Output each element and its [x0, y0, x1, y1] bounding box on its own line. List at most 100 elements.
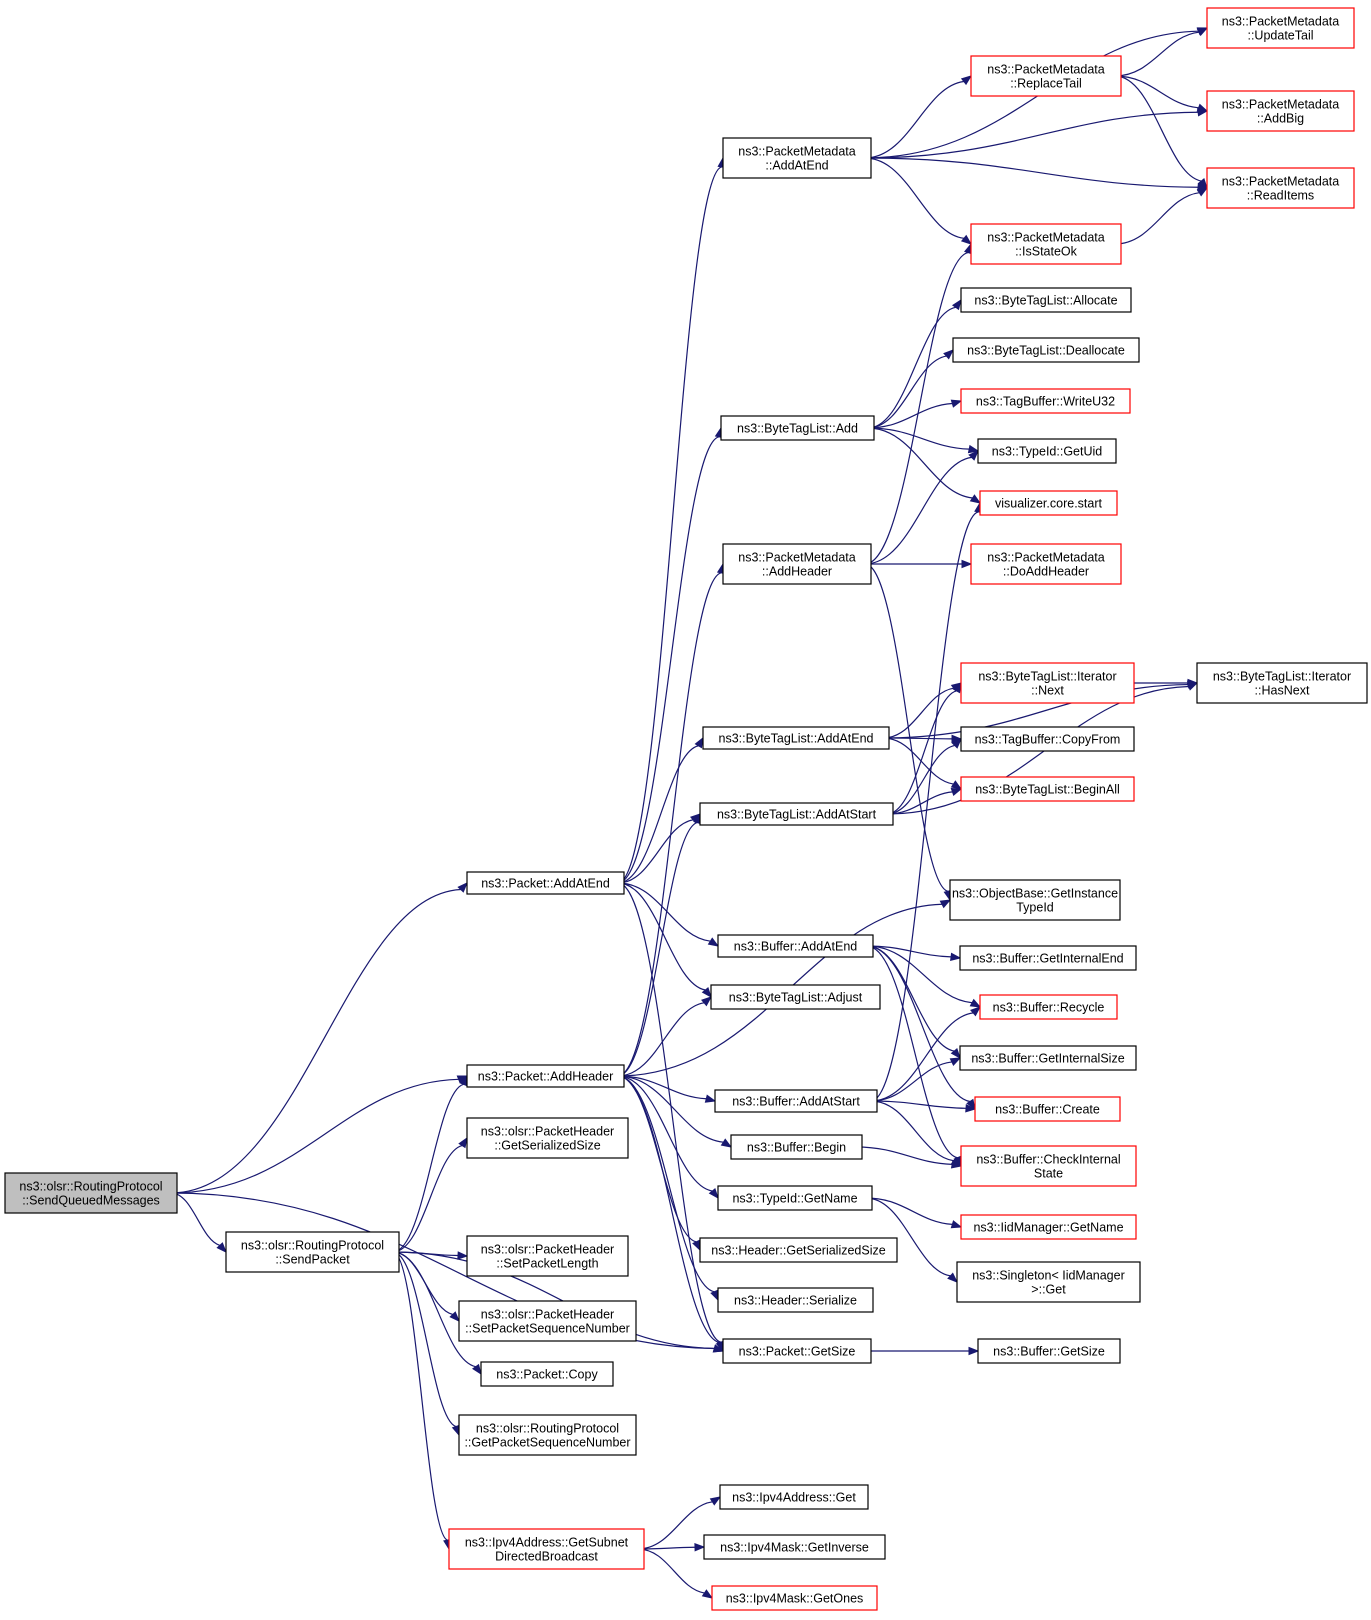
node-sendPacket[interactable]: ns3::olsr::RoutingProtocol::SendPacket — [225, 1231, 400, 1273]
node-box — [466, 1117, 629, 1159]
node-hdrSerialize[interactable]: ns3::Header::Serialize — [717, 1287, 874, 1313]
node-phSetLen[interactable]: ns3::olsr::PacketHeader::SetPacketLength — [466, 1235, 629, 1277]
arrowhead — [951, 738, 962, 749]
edge-line — [617, 819, 694, 884]
arrowhead — [965, 1104, 977, 1113]
arrowhead — [951, 298, 962, 311]
call-edge-btlAdd-to-tidGetUid — [867, 427, 980, 454]
arrowhead — [451, 1424, 460, 1437]
edge-line — [867, 427, 970, 450]
node-root[interactable]: ns3::olsr::RoutingProtocol::SendQueuedMe… — [4, 1172, 178, 1214]
node-pktGetSize[interactable]: ns3::Packet::GetSize — [722, 1338, 872, 1364]
node-phSetSeq[interactable]: ns3::olsr::PacketHeader::SetPacketSequen… — [458, 1300, 637, 1342]
node-btlIterNext[interactable]: ns3::ByteTagList::Iterator::Next — [960, 662, 1135, 704]
node-pmAddBig[interactable]: ns3::PacketMetadata::AddBig — [1206, 90, 1355, 132]
arrowhead — [720, 1138, 733, 1148]
call-edge-tidGetName-to-iidGetName — [865, 1197, 963, 1229]
node-box — [1196, 662, 1368, 704]
edge-line — [617, 882, 722, 1343]
node-box — [952, 337, 1140, 363]
node-box — [960, 388, 1131, 414]
node-rpGetSeq[interactable]: ns3::olsr::RoutingProtocol::GetPacketSeq… — [458, 1414, 637, 1456]
node-bufGetIntSize[interactable]: ns3::Buffer::GetInternalSize — [959, 1045, 1137, 1071]
call-edge-bufAddAtStart-to-bufCheckInt — [870, 1100, 963, 1167]
node-label-line: ns3::Buffer::Create — [995, 1103, 1100, 1117]
node-label-line: ns3::ByteTagList::BeginAll — [975, 783, 1120, 797]
node-pmIsStateOk[interactable]: ns3::PacketMetadata::IsStateOk — [970, 223, 1122, 265]
arrowhead — [947, 1272, 959, 1283]
node-pktAddAtEnd[interactable]: ns3::Packet::AddAtEnd — [466, 871, 625, 895]
edge-line — [617, 882, 711, 942]
node-label-line: >::Get — [1031, 1283, 1066, 1297]
node-btlIterHasNext[interactable]: ns3::ByteTagList::Iterator::HasNext — [1196, 662, 1368, 704]
arrowhead — [1197, 177, 1208, 190]
arrowhead — [950, 1220, 963, 1229]
call-edge-bufAddAtStart-to-bufCreate — [870, 1100, 977, 1113]
node-pktAddHeader[interactable]: ns3::Packet::AddHeader — [466, 1064, 625, 1088]
node-vizStart[interactable]: visualizer.core.start — [979, 490, 1118, 516]
node-tidGetName[interactable]: ns3::TypeId::GetName — [717, 1185, 873, 1211]
call-edge-bufAddAtStart-to-bufRecycle — [870, 1006, 982, 1102]
node-maskOnes[interactable]: ns3::Ipv4Mask::GetOnes — [711, 1585, 878, 1611]
arrowhead — [1187, 678, 1199, 688]
node-box — [959, 945, 1137, 971]
node-singletonGet[interactable]: ns3::Singleton< IidManager>::Get — [956, 1261, 1141, 1303]
node-maskInverse[interactable]: ns3::Ipv4Mask::GetInverse — [703, 1534, 886, 1560]
node-tidGetUid[interactable]: ns3::TypeId::GetUid — [977, 438, 1117, 464]
node-hdrGetSer[interactable]: ns3::Header::GetSerializedSize — [699, 1237, 898, 1263]
node-bufGetIntEnd[interactable]: ns3::Buffer::GetInternalEnd — [959, 945, 1137, 971]
node-bufCreate[interactable]: ns3::Buffer::Create — [974, 1096, 1121, 1122]
node-ipv4Get[interactable]: ns3::Ipv4Address::Get — [719, 1484, 869, 1510]
node-btlDeallocate[interactable]: ns3::ByteTagList::Deallocate — [952, 337, 1140, 363]
node-ipv4Subnet[interactable]: ns3::Ipv4Address::GetSubnetDirectedBroad… — [448, 1528, 645, 1570]
edge-line — [866, 945, 973, 1004]
call-edge-bufBegin-to-bufCheckInt — [855, 1146, 963, 1169]
node-bufGetSize[interactable]: ns3::Buffer::GetSize — [977, 1338, 1121, 1364]
edge-line — [617, 1075, 713, 1192]
node-bufBegin[interactable]: ns3::Buffer::Begin — [730, 1134, 863, 1160]
node-pmReadItems[interactable]: ns3::PacketMetadata::ReadItems — [1206, 167, 1355, 209]
node-pktCopy[interactable]: ns3::Packet::Copy — [480, 1361, 614, 1387]
edge-line — [1114, 31, 1200, 77]
node-btlBeginAll[interactable]: ns3::ByteTagList::BeginAll — [960, 776, 1135, 802]
node-btlAdjust[interactable]: ns3::ByteTagList::Adjust — [710, 984, 881, 1010]
node-pmDoAddHeader[interactable]: ns3::PacketMetadata::DoAddHeader — [970, 543, 1122, 585]
node-label-line: ns3::olsr::PacketHeader — [481, 1308, 614, 1322]
call-edge-pktAddHeader-to-tidGetName — [617, 1075, 719, 1200]
node-tbCopyFrom[interactable]: ns3::TagBuffer::CopyFrom — [960, 726, 1135, 752]
node-btlAddAtEnd[interactable]: ns3::ByteTagList::AddAtEnd — [702, 726, 890, 750]
node-label-line: ns3::olsr::RoutingProtocol — [476, 1422, 619, 1436]
arrowhead — [704, 1094, 717, 1103]
call-edge-pktAddHeader-to-hdrGetSer — [617, 1075, 701, 1252]
call-edge-pktGetSize-to-bufGetSize — [865, 1346, 980, 1356]
node-bufRecycle[interactable]: ns3::Buffer::Recycle — [979, 994, 1118, 1020]
node-box — [1206, 7, 1355, 49]
node-bufAddAtEnd[interactable]: ns3::Buffer::AddAtEnd — [717, 934, 874, 958]
node-pmAddHeader[interactable]: ns3::PacketMetadata::AddHeader — [722, 543, 872, 585]
node-box — [458, 1414, 637, 1456]
arrowhead — [968, 1346, 980, 1356]
arrowhead — [943, 349, 955, 360]
node-iidGetName[interactable]: ns3::IidManager::GetName — [960, 1214, 1137, 1240]
node-pmReplaceTail[interactable]: ns3::PacketMetadata::ReplaceTail — [970, 55, 1122, 97]
node-label-line: ns3::Buffer::GetInternalEnd — [972, 952, 1123, 966]
node-pmUpdateTail[interactable]: ns3::PacketMetadata::UpdateTail — [1206, 7, 1355, 49]
node-box — [458, 1300, 637, 1342]
call-edge-bufAddAtStart-to-bufGetIntSize — [870, 1057, 962, 1102]
edge-line — [1114, 75, 1199, 109]
node-btlAddAtStart[interactable]: ns3::ByteTagList::AddAtStart — [699, 802, 894, 826]
node-label-line: ns3::olsr::RoutingProtocol — [19, 1180, 162, 1194]
node-box — [730, 1134, 863, 1160]
node-bufAddAtStart[interactable]: ns3::Buffer::AddAtStart — [714, 1089, 878, 1113]
node-box — [717, 1287, 874, 1313]
arrowhead — [472, 1363, 482, 1376]
node-tbWriteU32[interactable]: ns3::TagBuffer::WriteU32 — [960, 388, 1131, 414]
node-btlAllocate[interactable]: ns3::ByteTagList::Allocate — [960, 287, 1132, 313]
node-label-line: ns3::olsr::RoutingProtocol — [241, 1239, 384, 1253]
node-label-line: visualizer.core.start — [995, 497, 1103, 511]
node-btlAdd[interactable]: ns3::ByteTagList::Add — [720, 415, 875, 441]
node-pmAddAtEnd[interactable]: ns3::PacketMetadata::AddAtEnd — [722, 137, 872, 179]
node-phGetSer[interactable]: ns3::olsr::PacketHeader::GetSerializedSi… — [466, 1117, 629, 1159]
